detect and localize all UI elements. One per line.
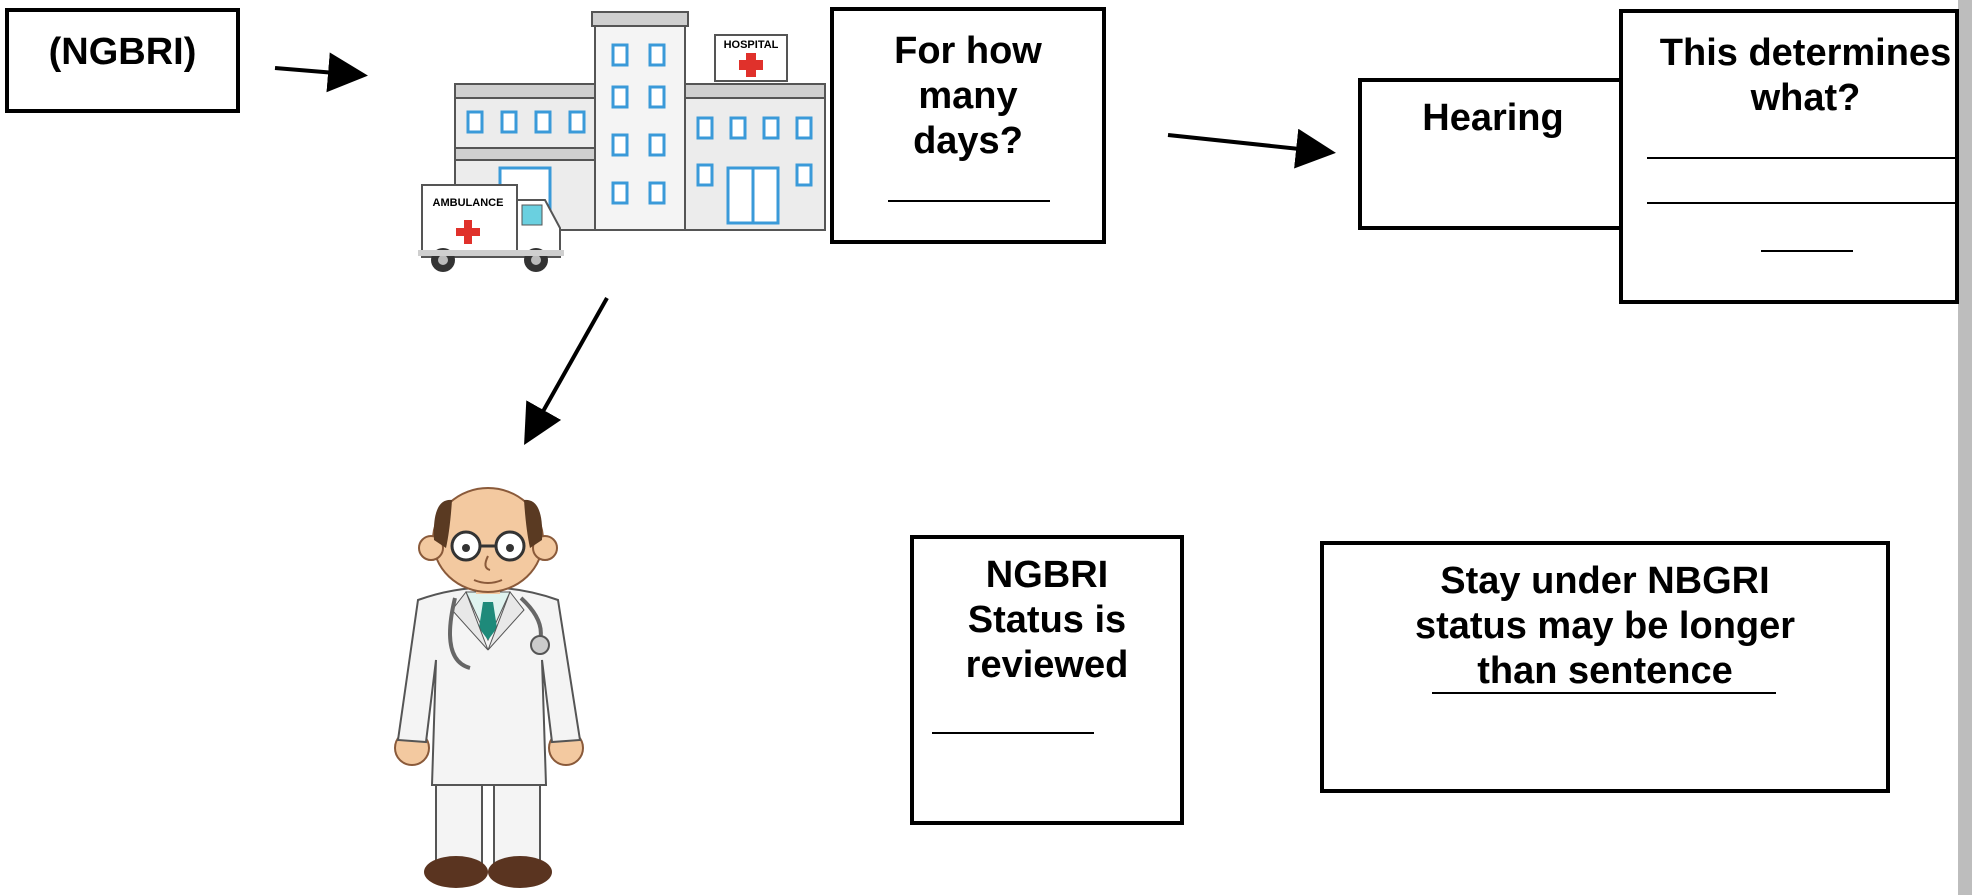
days-line-1: For how [894, 30, 1042, 72]
arrow-ngbri-to-hospital [274, 52, 368, 93]
stay-line-3: than sentence [1477, 649, 1733, 692]
stay-line-1: Stay under NBGRI [1440, 560, 1770, 602]
days-answer-blank [888, 200, 1050, 202]
determines-blank-2 [1647, 202, 1955, 204]
days-question-box: For how many days? [830, 7, 1106, 244]
hospital-cross-icon [739, 53, 763, 77]
days-line-2: many [918, 74, 1018, 117]
right-edge-bar [1958, 0, 1972, 895]
hearing-box: Hearing [1358, 78, 1628, 230]
arrow-days-to-hearing [1167, 128, 1336, 169]
determines-line-1: This determines [1659, 32, 1952, 74]
days-line-3: days? [913, 119, 1023, 162]
stay-answer-blank [1432, 692, 1776, 694]
status-line-2: Status is [967, 598, 1127, 641]
ngbri-label: (NGBRI) [48, 31, 197, 73]
hearing-label: Hearing [1422, 97, 1564, 139]
determines-box: This determines what? [1619, 9, 1959, 304]
hospital-sign-text: HOSPITAL [724, 39, 779, 51]
arrow-hospital-to-doctor [524, 297, 609, 445]
determines-blank-3 [1761, 250, 1853, 252]
status-line-3: reviewed [965, 643, 1129, 686]
stay-note-box: Stay under NBGRI status may be longer th… [1320, 541, 1890, 793]
determines-blank-1 [1647, 157, 1955, 159]
status-answer-blank [932, 732, 1094, 734]
determines-line-2: what? [1750, 76, 1861, 119]
ngbri-box: (NGBRI) [5, 8, 240, 113]
ambulance-label-text: AMBULANCE [433, 197, 504, 209]
status-line-1: NGBRI [985, 554, 1109, 596]
stay-line-2: status may be longer [1414, 604, 1796, 647]
ambulance-icon: AMBULANCE [418, 184, 564, 272]
status-reviewed-box: NGBRI Status is reviewed [910, 535, 1184, 825]
